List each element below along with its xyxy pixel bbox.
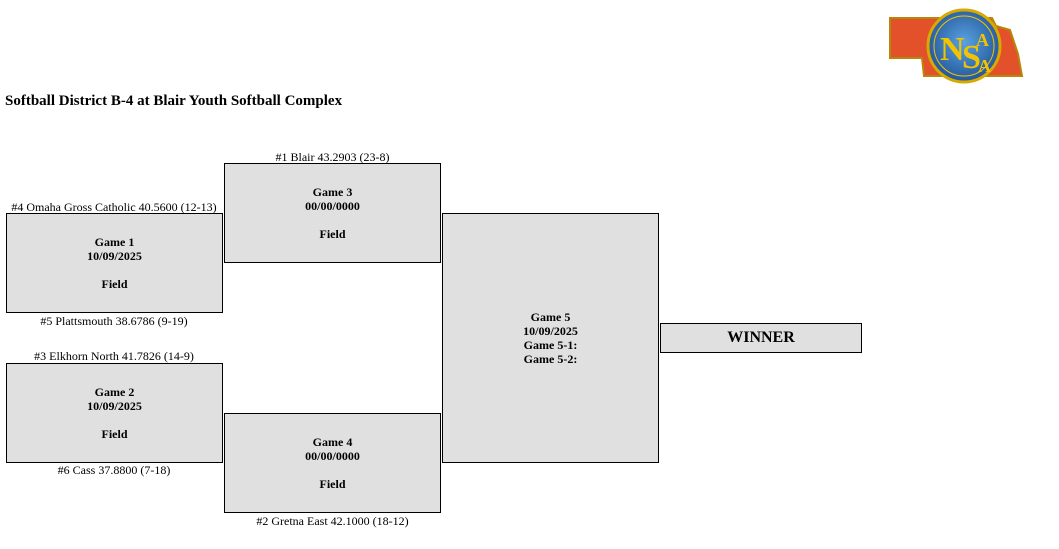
game-1-name: Game 1 [94,235,135,249]
game-3-box: Game 3 00/00/0000 Field [224,163,441,263]
game-3-date: 00/00/0000 [305,199,360,213]
game-2-name: Game 2 [94,385,135,399]
game-4-date: 00/00/0000 [305,449,360,463]
game-5-name: Game 5 [530,310,571,324]
game-4-box: Game 4 00/00/0000 Field [224,413,441,513]
game-2-date: 10/09/2025 [87,399,142,413]
game-3-field: Field [319,227,346,241]
svg-text:S: S [962,39,981,76]
game-4-name: Game 4 [312,435,353,449]
team-seed-3: #3 Elkhorn North 41.7826 (14-9) [34,349,194,363]
team-seed-5: #5 Plattsmouth 38.6786 (9-19) [40,314,188,328]
winner-box: WINNER [660,323,862,353]
game-1-box: Game 1 10/09/2025 Field [6,213,223,313]
game-2-field: Field [101,427,128,441]
page-title: Softball District B-4 at Blair Youth Sof… [5,93,343,109]
svg-text:N: N [940,31,965,68]
game-3-name: Game 3 [312,185,353,199]
team-seed-6: #6 Cass 37.8800 (7-18) [57,463,171,477]
team-seed-1: #1 Blair 43.2903 (23-8) [275,150,390,164]
game-1-date: 10/09/2025 [87,249,142,263]
game-4-field: Field [319,477,346,491]
team-seed-2: #2 Gretna East 42.1000 (18-12) [256,514,409,528]
team-seed-4: #4 Omaha Gross Catholic 40.5600 (12-13) [11,200,217,214]
game-1-field: Field [101,277,128,291]
game-5-box: Game 5 10/09/2025 Game 5-1: Game 5-2: [442,213,659,463]
svg-text:A: A [978,56,991,76]
svg-text:A: A [976,30,989,50]
game-2-box: Game 2 10/09/2025 Field [6,363,223,463]
game-5-line-2: Game 5-2: [523,352,578,366]
nsaa-logo: N S A A [884,8,1024,86]
game-5-date: 10/09/2025 [523,324,578,338]
game-5-line-1: Game 5-1: [523,338,578,352]
